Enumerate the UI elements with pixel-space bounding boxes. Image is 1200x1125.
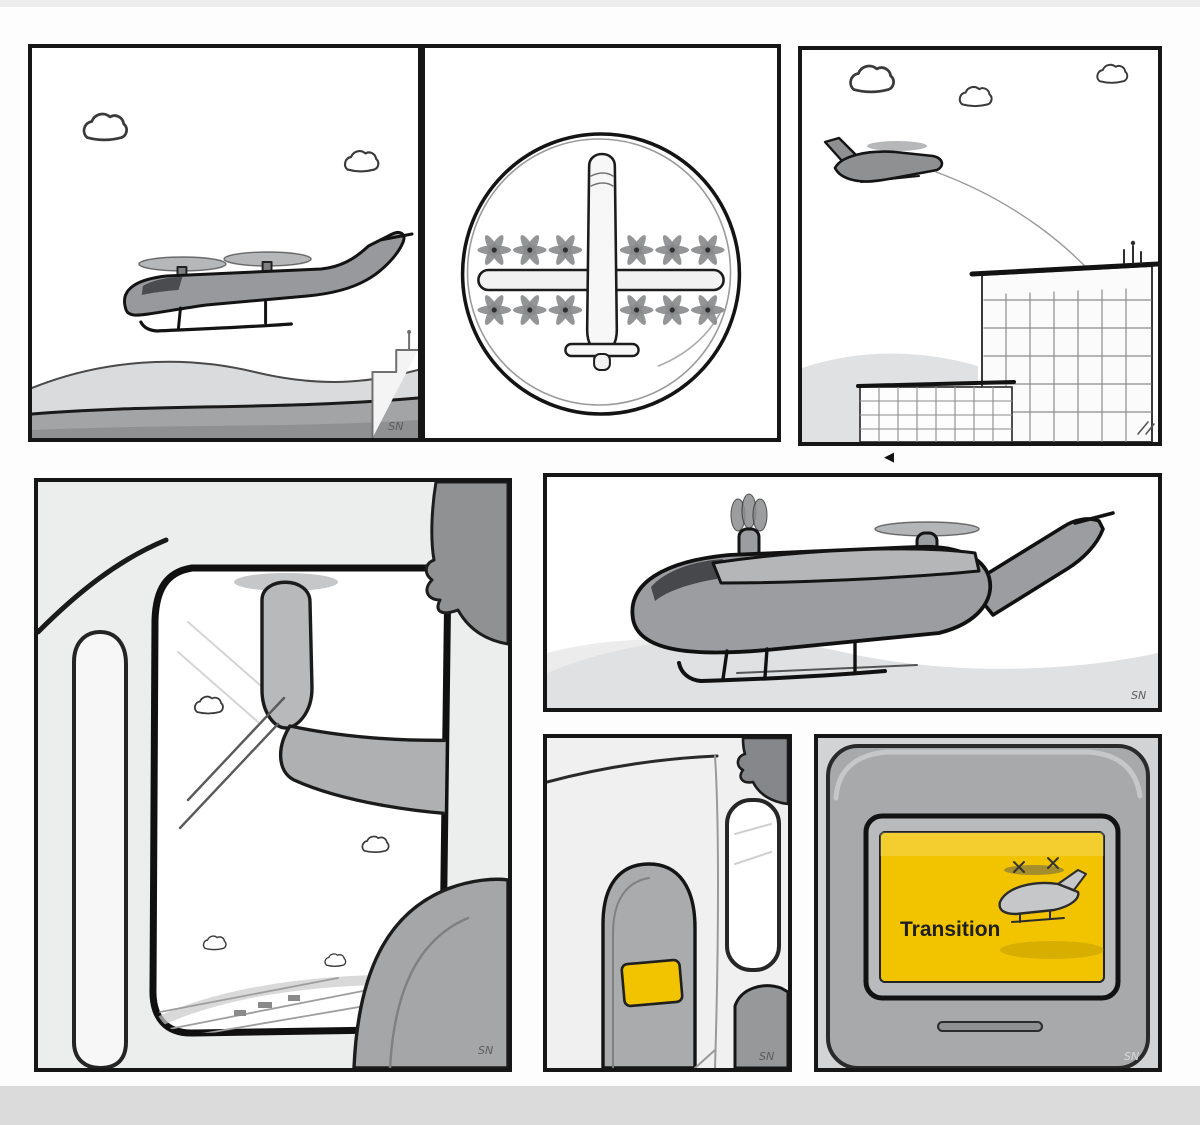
ceiling-line: [547, 754, 719, 784]
evtol-aircraft-top-view: [477, 152, 725, 371]
panel-5-hover-side-view: SN: [543, 473, 1162, 712]
artist-signature: SN: [759, 1050, 774, 1063]
passenger-shoulder-seat: [352, 877, 508, 1068]
vertiport-building: [856, 240, 1158, 442]
page-edge-top: [0, 0, 1200, 7]
rotor-nacelle: [260, 580, 314, 730]
artist-signature: SN: [478, 1044, 493, 1057]
landing-skid: [677, 661, 887, 683]
cabin-window: [725, 798, 781, 972]
evtol-aircraft-hover: [630, 493, 1115, 683]
passenger-hair: [736, 738, 788, 806]
evtol-aircraft-side-view: [123, 230, 414, 333]
panel-6-cabin-interior: SN: [543, 734, 792, 1072]
page-edge-bottom: [0, 1086, 1200, 1125]
right-rotor-blur: [875, 522, 979, 536]
seatback-screen-small: [620, 958, 684, 1008]
fuselage-top-view: [585, 152, 619, 354]
tail-boom: [967, 517, 1105, 617]
panel-2-top-view-rotors: [421, 44, 781, 442]
panel-3-vertiport-flyover: [798, 46, 1162, 446]
cockpit-window: [651, 559, 723, 601]
departing-aircraft: [823, 136, 944, 183]
sky-clouds: [849, 63, 1129, 108]
screen-aircraft-graphic: [998, 857, 1087, 923]
tail-fin: [593, 353, 611, 371]
screen-label: Transition: [900, 918, 1000, 941]
sky-clouds: [82, 112, 380, 173]
panel-7-seatback-screen: Transition SN: [814, 734, 1162, 1072]
seat-pocket-slot: [937, 1021, 1043, 1032]
cabin-window-frame: [149, 564, 452, 1037]
vertiport-building-edge: [371, 330, 418, 438]
window-outside-scene: [153, 573, 449, 1034]
rotor-blur-icon: [138, 257, 226, 271]
panel-1-exterior-cruise: SN: [28, 44, 422, 442]
artist-mark: [1137, 421, 1155, 435]
wing-outside: [278, 724, 449, 818]
ground-below: [153, 975, 389, 1034]
passenger-hair: [424, 482, 508, 646]
panel-4-cabin-window-view: SN: [34, 478, 512, 1072]
side-seat: [733, 984, 788, 1068]
artist-signature: SN: [1131, 689, 1146, 702]
wing: [711, 547, 981, 585]
arrow-marker-icon: ◀: [884, 449, 894, 464]
cabin-trim-line: [38, 537, 169, 635]
artist-signature: SN: [388, 420, 403, 433]
window-pillar: [72, 630, 128, 1068]
rotor-blur-icon: [224, 252, 312, 266]
artist-signature: SN: [1124, 1050, 1139, 1063]
landscape-hills: [32, 360, 418, 438]
left-rotor-cluster: [730, 493, 768, 532]
